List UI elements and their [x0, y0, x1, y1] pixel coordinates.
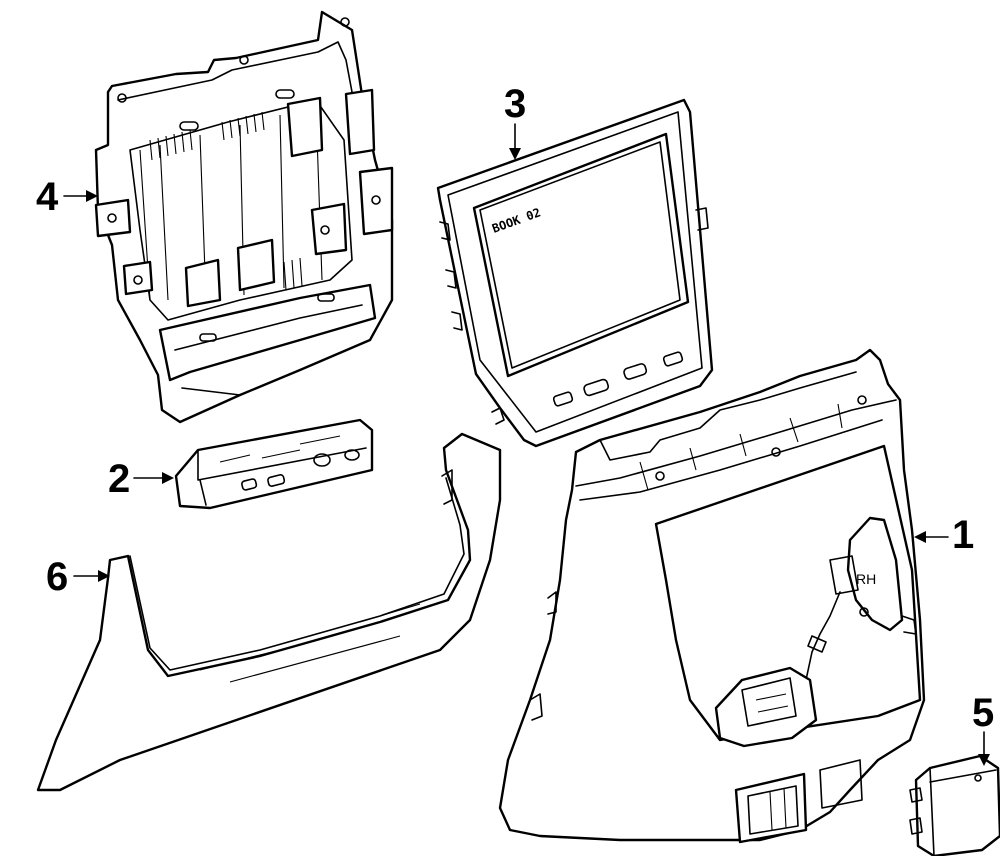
part-4-mounting-bracket — [94, 10, 394, 424]
callout-arrowhead-5 — [978, 754, 990, 766]
part-2-switch-module — [174, 418, 374, 510]
part-3-display-screen: BOOK 02 — [436, 98, 714, 448]
callout-arrowhead-4 — [86, 190, 98, 202]
callout-number-6: 6 — [46, 555, 68, 599]
callout-arrowhead-3 — [509, 148, 521, 160]
callout-4: 4 — [36, 175, 98, 219]
callout-3: 3 — [504, 82, 526, 160]
callout-number-5: 5 — [972, 691, 994, 735]
callout-number-3: 3 — [504, 82, 526, 126]
callout-6: 6 — [46, 555, 110, 599]
part-6-trim-bezel — [36, 432, 502, 792]
part-1-center-console: RH — [498, 348, 926, 844]
callout-number-2: 2 — [108, 457, 130, 501]
callout-arrowhead-2 — [162, 472, 174, 484]
callout-number-4: 4 — [36, 175, 59, 219]
callout-number-1: 1 — [952, 513, 974, 557]
callout-arrowhead-1 — [914, 531, 926, 543]
callout-1: 1 — [914, 513, 974, 557]
callout-arrowhead-6 — [98, 570, 110, 582]
callout-5: 5 — [972, 691, 994, 766]
side-marking: RH — [856, 571, 876, 587]
part-5-module — [909, 754, 1000, 856]
callout-2: 2 — [108, 457, 174, 501]
